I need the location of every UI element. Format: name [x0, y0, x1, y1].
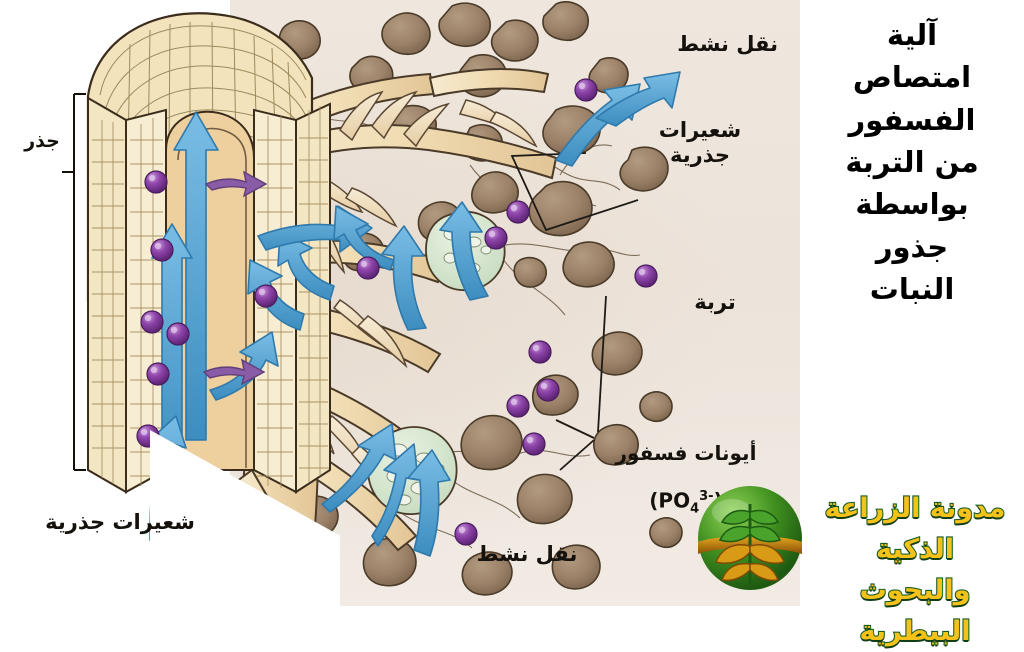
label-root: جذر — [24, 130, 60, 152]
label-root-hairs-right: شعيرات جذرية — [658, 118, 742, 167]
title-line: بواسطة — [855, 187, 969, 222]
roothair-leader-line — [510, 152, 639, 232]
logo-line-1: مدونة الزراعة الذكية — [823, 492, 1007, 566]
page-root: جذر نقل نشط شعيرات جذرية تربة أيونات فسف… — [24, 0, 1024, 649]
label-active-transport-top: نقل نشط — [677, 32, 778, 56]
title-line: امتصاص — [852, 60, 972, 95]
title-line: آلية — [886, 18, 938, 52]
title-line: من التربة — [845, 144, 979, 179]
label-soil: تربة — [694, 290, 736, 314]
site-logo[interactable]: مدونة الزراعة الذكية والبحوث البيطرية — [690, 472, 1024, 648]
cortex-cell-texture — [92, 106, 329, 488]
root-bracket — [62, 93, 86, 471]
root-cut-face-right — [295, 102, 331, 494]
label-phosphate-ions: أيونات فسفور (PO43-) — [596, 418, 776, 517]
label-phosphate-ions-text: أيونات فسفور — [615, 440, 757, 465]
logo-line-2: والبحوث البيطرية — [858, 574, 972, 648]
label-active-transport-bottom: نقل نشط — [476, 542, 578, 566]
title-line: النبات — [869, 271, 955, 306]
ion-leader-lines — [555, 295, 607, 471]
logo-text: مدونة الزراعة الذكية والبحوث البيطرية — [808, 488, 1022, 652]
title-line: الفسفور — [848, 102, 976, 137]
title-line: جذور — [875, 229, 949, 264]
page-title: آلية امتصاص الفسفور من التربة بواسطة جذو… — [800, 14, 1024, 310]
wheat-plant-globe-icon — [698, 486, 802, 590]
label-root-hairs-bottom: شعيرات جذرية — [45, 510, 195, 534]
purple-arrows — [202, 170, 268, 386]
phosphate-ion-group — [136, 78, 658, 546]
title-panel: آلية امتصاص الفسفور من التربة بواسطة جذو… — [800, 0, 1024, 606]
diagram-illustration: جذر نقل نشط شعيرات جذرية تربة أيونات فسف… — [24, 0, 800, 606]
transport-arrows-layer — [136, 71, 681, 557]
